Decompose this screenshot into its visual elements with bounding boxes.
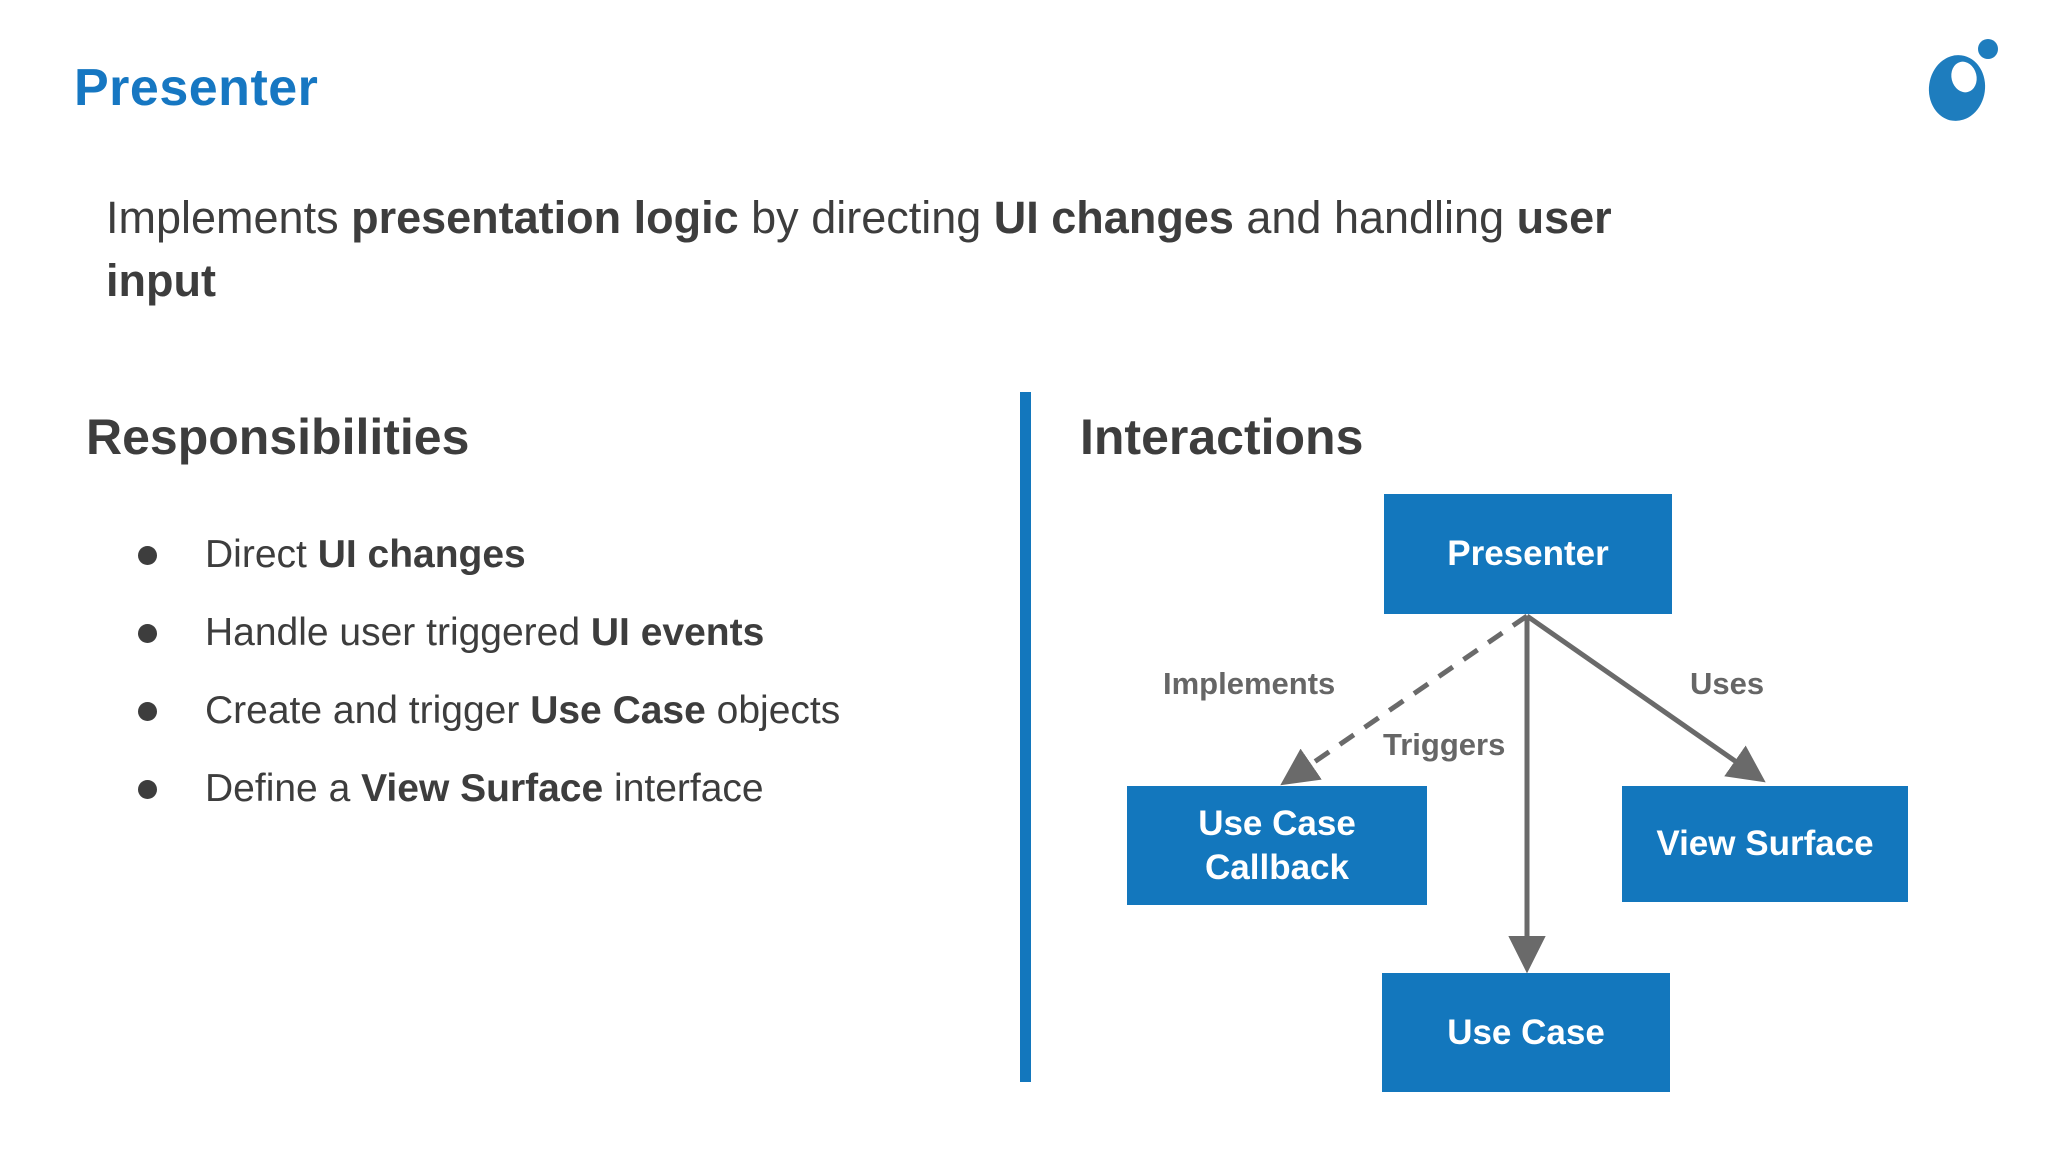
- text-segment: Handle user triggered: [205, 611, 591, 654]
- text-segment: interface: [603, 767, 764, 810]
- responsibilities-heading: Responsibilities: [86, 409, 470, 465]
- edge-label-uses: Uses: [1690, 666, 1765, 701]
- edge-label-implements: Implements: [1163, 666, 1336, 701]
- page-title: Presenter: [74, 59, 319, 117]
- company-logo-icon: [1928, 39, 1998, 121]
- interactions-heading: Interactions: [1080, 409, 1364, 465]
- text-segment: Define a: [205, 767, 362, 810]
- text-segment: Create and trigger: [205, 689, 531, 732]
- list-item-text: Handle user triggered UI events: [205, 609, 764, 657]
- list-item: Create and trigger Use Case objects: [138, 687, 840, 735]
- list-item: Handle user triggered UI events: [138, 609, 840, 657]
- bullet-icon: [138, 780, 157, 799]
- text-segment: UI changes: [317, 533, 526, 576]
- intro-segment: and handling: [1233, 192, 1517, 243]
- list-item: Define a View Surface interface: [138, 765, 840, 813]
- section-divider: [1020, 392, 1031, 1082]
- edge-label-triggers: Triggers: [1383, 727, 1506, 762]
- intro-segment: presentation logic: [351, 192, 739, 243]
- responsibilities-list: Direct UI changes Handle user triggered …: [138, 531, 840, 843]
- list-item-text: Create and trigger Use Case objects: [205, 687, 840, 735]
- list-item-text: Direct UI changes: [205, 531, 526, 579]
- intro-segment: Implements: [106, 192, 352, 243]
- text-segment: objects: [705, 689, 841, 732]
- diagram-node-presenter: Presenter: [1384, 494, 1672, 614]
- text-segment: UI events: [590, 611, 765, 654]
- diagram-node-view-surface: View Surface: [1622, 786, 1908, 902]
- bullet-icon: [138, 702, 157, 721]
- intro-statement: Implements presentation logic by directi…: [106, 186, 1866, 312]
- text-segment: View Surface: [361, 767, 604, 810]
- list-item-text: Define a View Surface interface: [205, 765, 764, 813]
- list-item: Direct UI changes: [138, 531, 840, 579]
- intro-segment: user: [1516, 192, 1612, 243]
- bullet-icon: [138, 624, 157, 643]
- bullet-icon: [138, 546, 157, 565]
- diagram-node-use-case-callback: Use Case Callback: [1127, 786, 1427, 905]
- intro-segment: by directing: [738, 192, 994, 243]
- intro-segment: input: [106, 255, 216, 306]
- text-segment: Direct: [205, 533, 318, 576]
- diagram-node-use-case: Use Case: [1382, 973, 1670, 1092]
- text-segment: Use Case: [530, 689, 706, 732]
- intro-segment: UI changes: [993, 192, 1234, 243]
